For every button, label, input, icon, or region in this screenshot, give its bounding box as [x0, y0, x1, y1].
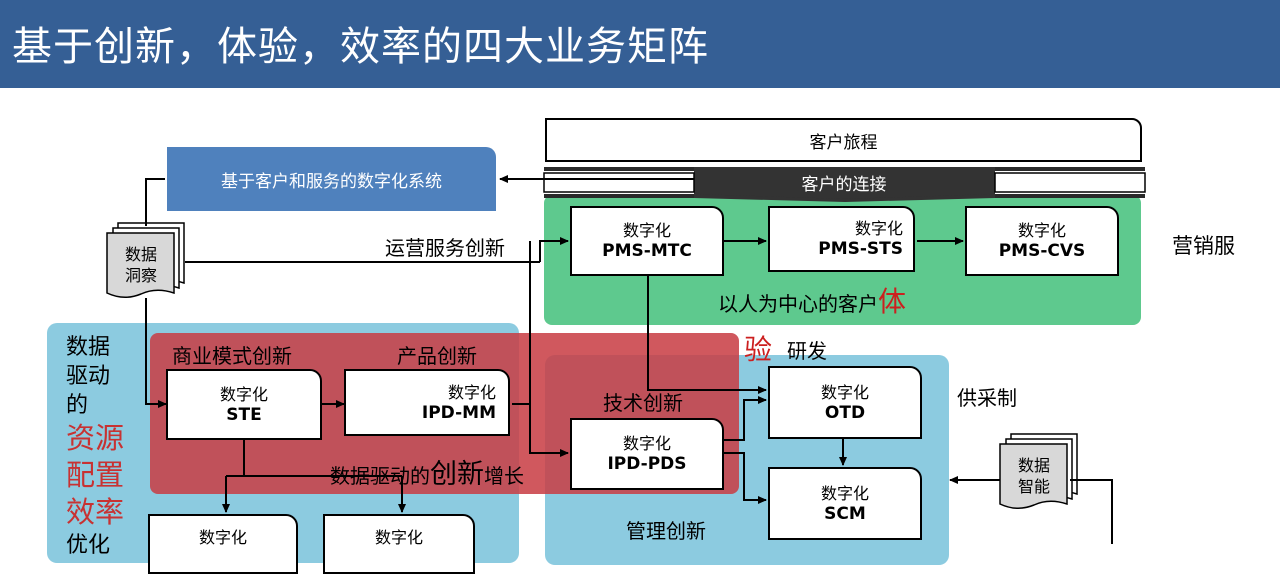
pms-cvs-box: 数字化 PMS-CVS — [965, 206, 1119, 276]
marketing-service-label: 营销服 — [1172, 234, 1235, 258]
left-red-line2: 配置 — [66, 458, 125, 492]
pms-sts-line1: 数字化 — [854, 219, 903, 238]
data-intelligence-document-icon — [999, 433, 1078, 509]
data-driven-growth-label: 数据驱动的创新增长 — [330, 452, 524, 491]
ops-innovation-label: 运营服务创新 — [385, 236, 505, 260]
left-red-line3: 效率 — [66, 495, 125, 529]
mgmt-innovation-label: 管理创新 — [626, 519, 706, 543]
scm-line1: 数字化 — [820, 483, 869, 503]
connector-arrows — [145, 175, 1113, 544]
data-intelligence-label: 数据 智能 — [1001, 455, 1067, 497]
scm-box: 数字化 SCM — [768, 467, 922, 540]
data-insight-line1: 数据 — [124, 245, 157, 264]
pms-sts-line2: PMS-STS — [818, 239, 903, 259]
data-intelligence-line2: 智能 — [1017, 477, 1050, 496]
customer-connection-label: 客户的连接 — [801, 175, 887, 195]
pms-cvs-line2: PMS-CVS — [998, 241, 1086, 261]
ste-box: 数字化 STE — [166, 369, 322, 440]
data-insight-label: 数据 洞察 — [108, 244, 174, 286]
ipd-mm-box: 数字化 IPD-MM — [344, 369, 510, 436]
otd-line1: 数字化 — [820, 382, 869, 402]
ste-line1: 数字化 — [219, 384, 268, 404]
supply-label: 供采制 — [957, 386, 1017, 410]
ste-line2: STE — [226, 404, 262, 425]
bottom-box-right-line1: 数字化 — [374, 528, 423, 547]
customer-journey-label: 客户旅程 — [809, 132, 878, 153]
growth-prefix: 数据驱动的 — [330, 464, 430, 488]
ipd-mm-line1: 数字化 — [447, 382, 496, 402]
pms-mtc-box: 数字化 PMS-MTC — [570, 206, 724, 276]
left-text-line2: 驱动 — [66, 364, 111, 389]
data-insight-document-icon — [106, 222, 185, 298]
ipd-pds-line2: IPD-PDS — [607, 454, 687, 474]
left-text-line3: 的 — [66, 393, 89, 418]
ipd-mm-line2: IPD-MM — [421, 402, 496, 423]
left-text-cut-line: 优化 — [66, 533, 111, 558]
people-centric-label: 以人为中心的客户体 — [718, 280, 906, 320]
pms-cvs-line1: 数字化 — [1017, 221, 1066, 240]
header-bar: 基于创新，体验，效率的四大业务矩阵 — [0, 0, 1280, 88]
resource-efficiency-text: 数据 驱动 的 资源 配置 效率 优化 — [66, 333, 124, 560]
otd-box: 数字化 OTD — [768, 366, 922, 439]
scm-line2: SCM — [824, 503, 866, 524]
data-insight-line2: 洞察 — [124, 266, 157, 285]
experience-char-ti: 体 — [878, 285, 907, 318]
product-innovation-label: 产品创新 — [397, 344, 477, 368]
bottom-box-right: 数字化 — [323, 514, 475, 574]
left-red-line1: 资源 — [66, 421, 125, 455]
page-title: 基于创新，体验，效率的四大业务矩阵 — [12, 24, 709, 70]
growth-innovation-word: 创新 — [430, 459, 484, 490]
customer-connection-shape — [543, 167, 1146, 202]
data-intelligence-line1: 数据 — [1017, 456, 1050, 475]
tech-innovation-label: 技术创新 — [603, 391, 683, 415]
pms-sts-box: 数字化 PMS-STS — [768, 206, 915, 272]
pms-mtc-line2: PMS-MTC — [602, 241, 692, 261]
digital-system-label: 基于客户和服务的数字化系统 — [221, 171, 442, 192]
left-text-line1: 数据 — [66, 335, 111, 360]
experience-char-yan: 验 — [744, 333, 773, 366]
pms-mtc-line1: 数字化 — [622, 221, 671, 240]
bottom-box-left-line1: 数字化 — [198, 528, 247, 547]
digital-system-box: 基于客户和服务的数字化系统 — [167, 147, 496, 211]
customer-journey-banner: 客户旅程 — [545, 118, 1142, 162]
otd-line2: OTD — [824, 402, 866, 423]
growth-suffix: 增长 — [484, 464, 524, 488]
ipd-pds-line1: 数字化 — [622, 434, 671, 453]
people-centric-text: 以人为中心的客户 — [718, 292, 878, 316]
ipd-pds-box: 数字化 IPD-PDS — [570, 418, 724, 490]
business-model-innovation-label: 商业模式创新 — [172, 344, 292, 368]
rnd-label: 研发 — [787, 339, 827, 363]
bottom-box-left: 数字化 — [148, 514, 298, 574]
